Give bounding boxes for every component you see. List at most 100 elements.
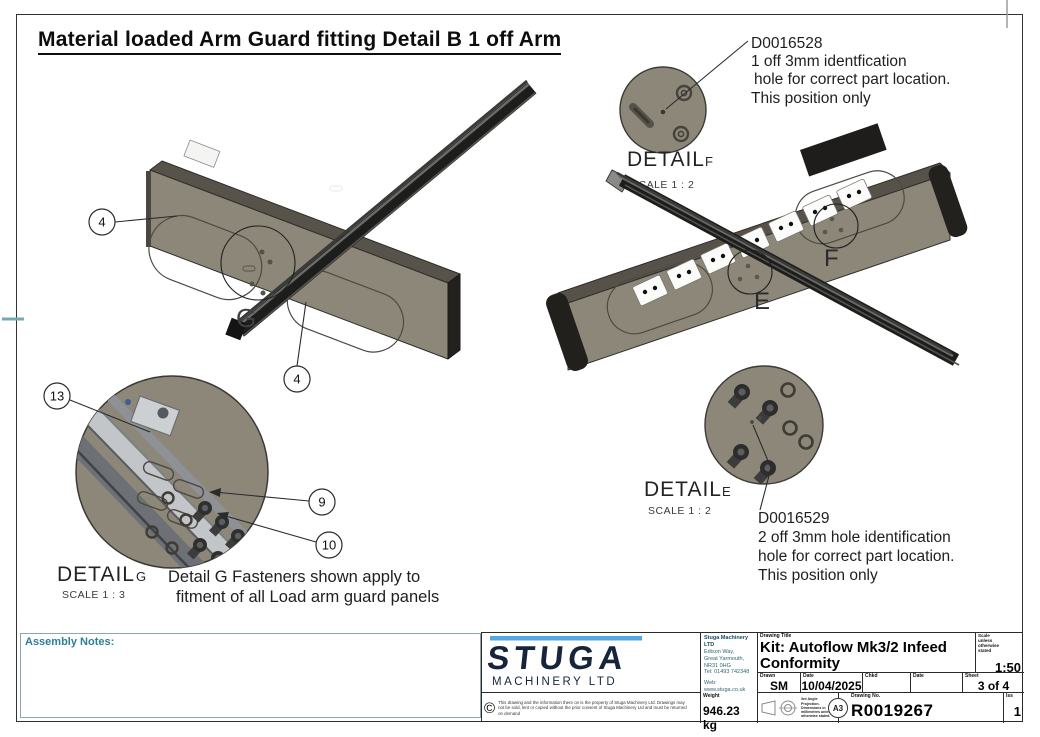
drawing-title: Kit: Autoflow Mk3/2 Infeed Conformity (760, 638, 947, 672)
detail-g-letter: G (136, 569, 146, 584)
identification-hole (660, 109, 666, 115)
callout-f-line2: hole for correct part location. (754, 71, 950, 88)
title-block: STUGA MACHINERY LTD Stuga Machinery LTD … (481, 632, 1024, 732)
callout-e-line1: 2 off 3mm hole identification (758, 529, 951, 546)
callout-e-text: D0016529 2 off 3mm hole identification h… (758, 510, 954, 584)
drawing-no-cell: A3 Drawing No. R0019267 (828, 693, 1004, 723)
callout-e-line3: This position only (758, 567, 878, 584)
steel-block (129, 395, 181, 437)
logo-subtitle: MACHINERY LTD (492, 676, 617, 688)
detail-g-boundary-circle (220, 225, 296, 301)
arm2-end-cap-left (546, 293, 588, 371)
page-title: Material loaded Arm Guard fitting Detail… (38, 28, 562, 55)
detail-f-label: DETAIL (627, 148, 705, 171)
sheet-label: Sheet (965, 673, 979, 679)
assembly-notes-label: Assembly Notes: (25, 636, 115, 648)
fastener-cluster (242, 185, 343, 296)
detail-g-scale: SCALE 1 : 3 (62, 589, 125, 601)
sheet-value: 3 of 4 (977, 678, 1010, 693)
balloon-item-4-right: 4 (283, 301, 311, 393)
rail-end-section (225, 317, 247, 341)
date-label: Date (803, 673, 814, 679)
balloon-item-10: 10 (217, 512, 343, 559)
copyright-text: This drawing and the information there o… (498, 700, 687, 716)
issue-value: 1 (1013, 703, 1021, 719)
projection-note: 3rd Angle Projection. Dimensions in mill… (801, 697, 833, 719)
detail-g-view: 13 9 10 DETAIL G SCALE 1 : 3 (43, 375, 343, 601)
company-addr4: Tel: 01493 742348 (704, 669, 750, 676)
scale-cell: Scale unless otherwise stated 1:50 (976, 633, 1024, 675)
extrusion-rail (225, 79, 537, 341)
washers (145, 491, 193, 555)
detail-e-scale: SCALE 1 : 2 (648, 505, 711, 517)
leader-line-f (665, 40, 749, 110)
detail-e-label: DETAIL (644, 478, 722, 501)
left-isometric-view: G 4 4 (88, 79, 537, 393)
scale-label: Scale unless otherwise stated (978, 633, 1000, 653)
drawing-no-label: Drawing No. (851, 693, 881, 699)
copyright-cell: © This drawing and the information there… (482, 693, 701, 723)
company-addr3: NR31 0HG (704, 662, 731, 669)
callout-f-part-no: D0016528 (751, 35, 823, 52)
drawn-label: Drawn (760, 673, 776, 679)
balloon-number: 9 (318, 495, 325, 510)
balloon-number: 4 (293, 372, 300, 387)
detail-f-letter: F (705, 154, 713, 169)
issue-cell: Iss 1 (1004, 693, 1024, 723)
screw-feature (672, 84, 693, 143)
slot-feature-inner (633, 107, 650, 124)
scale-value: 1:50 (994, 659, 1021, 675)
detail-e-letter: E (722, 484, 731, 499)
detail-g-note-line1: Detail G Fasteners shown apply to (168, 568, 420, 586)
date2-cell: Date (911, 673, 963, 693)
identification-hole-1 (750, 420, 754, 424)
date-value: 10/04/2025 (801, 678, 862, 693)
guard-panel-outline-a (606, 261, 713, 335)
slot-outlines (136, 460, 205, 529)
detail-g-note-line2: fitment of all Load arm guard panels (176, 588, 439, 606)
balloon-item-4-left: 4 (88, 208, 178, 236)
washers-e (780, 382, 814, 450)
weight-label: Weight (703, 693, 720, 699)
third-angle-projection-icon (761, 700, 797, 716)
callout-f-line3: This position only (751, 90, 871, 107)
issue-label: Iss (1006, 693, 1013, 699)
company-address: Stuga Machinery LTD Edison Way, Great Ya… (701, 633, 758, 693)
drawn-value: SM (770, 678, 788, 693)
balloon-item-9: 9 (209, 488, 336, 516)
arm-end-edge-left (146, 171, 151, 247)
drawn-cell: Drawn SM (758, 673, 801, 693)
projection-cell: 3rd Angle Projection. Dimensions in mill… (758, 693, 839, 723)
detail-f-view: DETAIL F SCALE 1 : 2 (619, 40, 749, 191)
detail-e-view: DETAIL E SCALE 1 : 2 (644, 365, 824, 517)
stuga-logo: STUGA MACHINERY LTD (485, 636, 642, 688)
callout-f-line1: 1 off 3mm identfication (751, 53, 907, 70)
logo-accent-bar (490, 636, 642, 641)
balloon-number: 13 (50, 389, 64, 404)
fastener-cluster-2 (737, 216, 844, 282)
balloon-item-13: 13 (43, 382, 151, 433)
arm2-end-cap-right (928, 164, 968, 238)
id-plate (183, 139, 221, 168)
drawing-no-value: R0019267 (851, 700, 934, 720)
callout-e-line2: hole for correct part location. (758, 548, 954, 565)
clamp-assembly (800, 123, 887, 177)
assembly-notes-box: Assembly Notes: (20, 633, 481, 718)
right-isometric-view: F E (546, 123, 968, 371)
detail-e-boundary-circle (727, 249, 773, 295)
company-name: Stuga Machinery LTD (704, 635, 749, 648)
balloon-number: 4 (98, 215, 105, 230)
view-letter-e: E (754, 288, 770, 315)
date2-label: Date (913, 673, 924, 679)
detail-g-note: Detail G Fasteners shown apply to fitmen… (168, 568, 439, 606)
sheet-cell: Sheet 3 of 4 (963, 673, 1024, 693)
identification-hole-2 (758, 416, 762, 420)
detail-f-boundary-circle (813, 203, 859, 249)
callout-e-part-no: D0016529 (758, 510, 830, 527)
blue-fastener (125, 399, 131, 405)
callout-f-text: D0016528 1 off 3mm identfication hole fo… (751, 35, 950, 107)
chkd-label: Chkd (865, 673, 878, 679)
copyright-icon: © (484, 699, 496, 717)
extrusion-rail-2 (605, 169, 960, 366)
company-addr2: Great Yarmouth, (704, 655, 745, 662)
